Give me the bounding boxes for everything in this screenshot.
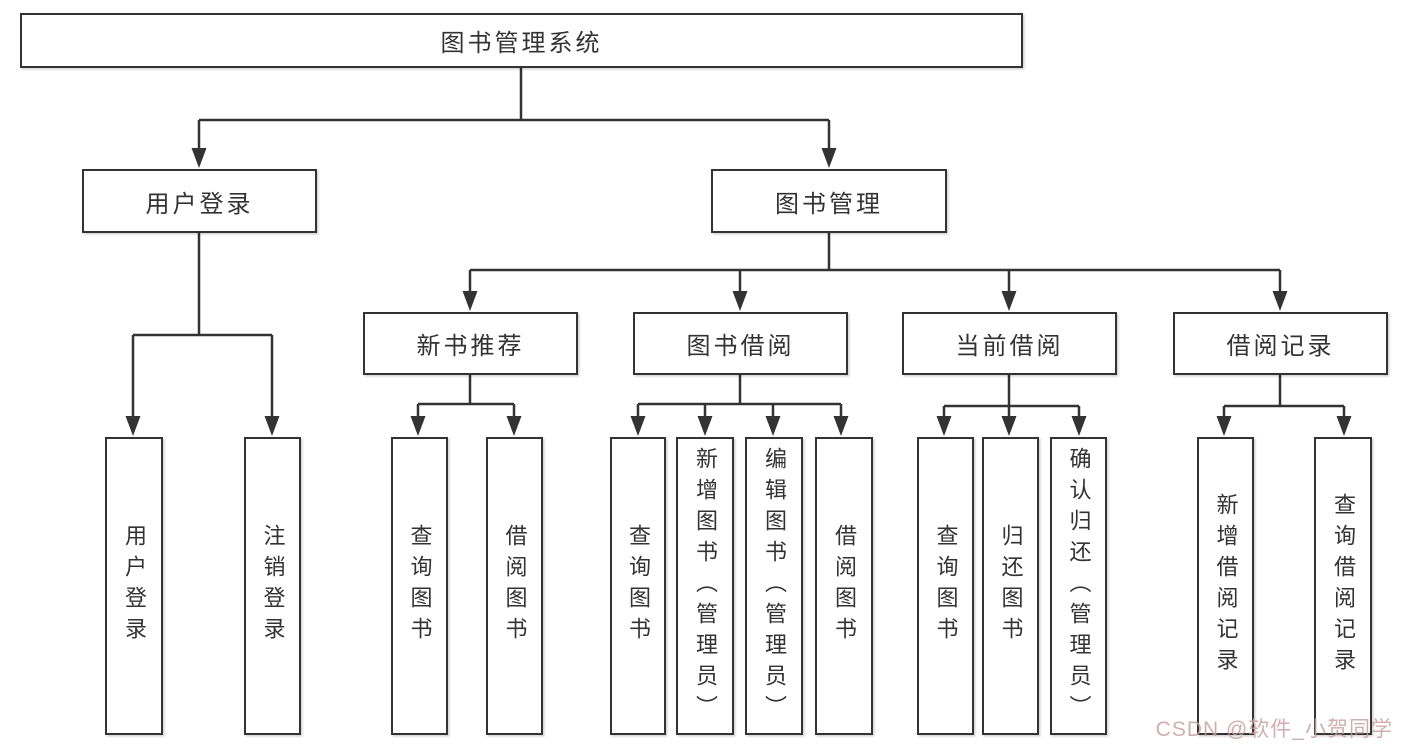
arrowhead-icon [1216, 416, 1232, 436]
node-label: 图书管理系统 [440, 30, 603, 57]
leaf-edit-book-admin: 编辑图书（管理员） [745, 437, 803, 735]
arrowhead-icon [732, 291, 748, 311]
arrowhead-icon [765, 416, 781, 436]
arrowhead-icon [833, 416, 849, 436]
leaf-query-borrow-record: 查询借阅记录 [1314, 437, 1372, 735]
leaf-confirm-return-admin: 确认归还（管理员） [1050, 437, 1107, 735]
arrowhead-icon [125, 416, 141, 436]
arrowheads [125, 148, 1352, 436]
node-label: 归还图书 [998, 524, 1024, 648]
leaf-add-borrow-record: 新增借阅记录 [1197, 437, 1254, 735]
leaf-query-books-borrow: 查询图书 [610, 437, 666, 735]
arrowhead-icon [1071, 416, 1087, 436]
node-label: 用户登录 [145, 190, 254, 218]
node-label: 图书借阅 [686, 333, 795, 360]
leaf-query-books-current: 查询图书 [917, 437, 974, 735]
csdn-watermark: CSDN @软件_小贺同学 [1155, 718, 1393, 741]
node-label: 新增借阅记录 [1213, 493, 1239, 679]
node-book-borrow: 图书借阅 [633, 312, 848, 375]
arrowhead-icon [506, 416, 522, 436]
node-library-system: 图书管理系统 [20, 13, 1023, 68]
node-label: 新增图书（管理员） [693, 446, 718, 726]
node-label: 查询图书 [933, 524, 959, 648]
leaf-add-book-admin: 新增图书（管理员） [676, 437, 734, 735]
arrowhead-icon [936, 416, 952, 436]
leaf-return-book: 归还图书 [982, 437, 1039, 735]
arrowhead-icon [1336, 416, 1352, 436]
node-label: 查询图书 [407, 524, 433, 648]
arrowhead-icon [264, 416, 280, 436]
node-label: 注销登录 [260, 524, 286, 648]
arrowhead-icon [821, 148, 837, 168]
leaf-query-books-recommend: 查询图书 [391, 437, 448, 735]
leaf-logout: 注销登录 [244, 437, 301, 735]
node-label: 新书推荐 [416, 333, 525, 360]
arrowhead-icon [191, 148, 207, 168]
node-label: 借阅图书 [502, 524, 528, 648]
node-current-borrow: 当前借阅 [902, 312, 1117, 375]
arrowhead-icon [1001, 416, 1017, 436]
connector-paths [133, 68, 1344, 408]
leaf-borrow-books: 借阅图书 [815, 437, 873, 735]
arrowhead-icon [410, 416, 426, 436]
arrowhead-icon [462, 291, 478, 311]
node-label: 借阅记录 [1226, 333, 1335, 360]
arrowhead-icon [1272, 291, 1288, 311]
node-label: 借阅图书 [832, 524, 857, 648]
arrowhead-icon [630, 416, 646, 436]
node-label: 当前借阅 [955, 333, 1064, 360]
node-borrow-records: 借阅记录 [1173, 312, 1388, 375]
node-label: 查询图书 [626, 524, 651, 648]
node-new-book-recommend: 新书推荐 [363, 312, 578, 375]
arrowhead-icon [697, 416, 713, 436]
node-label: 确认归还（管理员） [1066, 446, 1092, 726]
leaf-borrow-books-recommend: 借阅图书 [486, 437, 543, 735]
arrow-stems [131, 120, 1346, 421]
node-label: 编辑图书（管理员） [762, 446, 787, 726]
node-user-login: 用户登录 [82, 169, 317, 233]
node-label: 图书管理 [775, 190, 883, 218]
node-label: 查询借阅记录 [1331, 493, 1356, 679]
leaf-user-login: 用户登录 [105, 437, 163, 735]
node-label: 用户登录 [122, 524, 147, 648]
arrowhead-icon [1001, 291, 1017, 311]
node-book-management: 图书管理 [711, 169, 947, 233]
